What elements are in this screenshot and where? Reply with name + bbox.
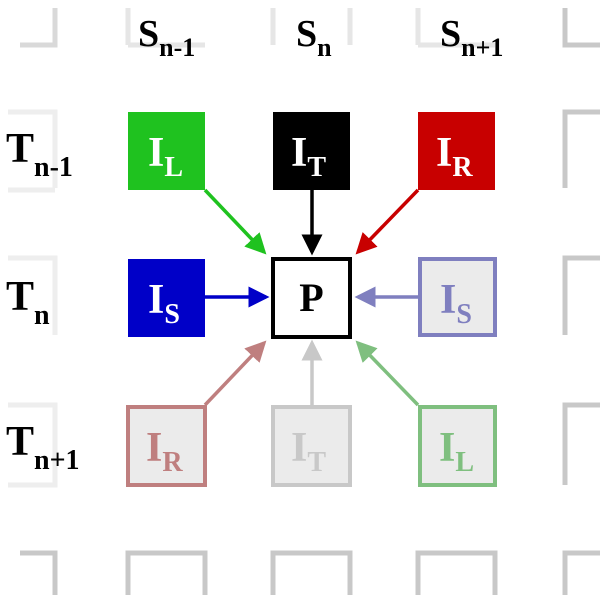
cell-center-p: P xyxy=(271,257,352,339)
grid-fragment xyxy=(270,550,353,595)
background-grid xyxy=(8,8,600,595)
cell-label: IT xyxy=(291,425,326,478)
grid-fragment xyxy=(562,550,600,595)
row-header-t-n-minus-1: Tn-1 xyxy=(6,126,73,183)
arrows xyxy=(203,188,420,407)
grid-fragment xyxy=(562,109,600,188)
cell-label: IS xyxy=(148,277,180,330)
arrow-from-top-right xyxy=(355,188,420,255)
cell-box xyxy=(271,405,352,487)
grid-fragment xyxy=(20,550,58,595)
cell-label: IT xyxy=(291,130,326,183)
cell-box xyxy=(128,112,205,190)
grid-fragment xyxy=(562,8,600,48)
cell-box xyxy=(418,112,495,190)
cell-bottom-left: IR xyxy=(126,405,207,487)
center-box xyxy=(271,257,352,339)
cell-label: IR xyxy=(436,130,473,183)
cell-box xyxy=(126,405,207,487)
column-header-s-n: Sn xyxy=(296,13,332,62)
grid-fragment xyxy=(20,8,58,48)
column-header-s-n-minus-1: Sn-1 xyxy=(138,13,195,62)
cell-box xyxy=(418,405,497,487)
center-label: P xyxy=(299,275,323,320)
cell-mid-right: IS xyxy=(418,257,497,337)
arrow-from-top-left xyxy=(203,188,267,255)
cell-label: IL xyxy=(439,425,474,478)
grid-fragment xyxy=(125,550,208,595)
grid-fragment xyxy=(8,109,58,188)
grid-fragment xyxy=(8,402,58,488)
row-header-t-n-plus-1: Tn+1 xyxy=(6,419,80,476)
column-header-s-n-plus-1: Sn+1 xyxy=(440,13,503,62)
grid-fragment xyxy=(8,255,58,335)
cell-top-right: IR xyxy=(418,112,495,190)
column-headers: Sn-1 Sn Sn+1 xyxy=(138,13,503,62)
grid-fragment xyxy=(415,550,498,595)
cell-bottom-right: IL xyxy=(418,405,497,487)
grid-fragment xyxy=(562,402,600,485)
arrow-from-bottom-left xyxy=(203,340,267,407)
row-header-t-n: Tn xyxy=(6,274,50,331)
grid-fragment xyxy=(562,255,600,335)
cell-label: IL xyxy=(148,130,183,183)
row-headers: Tn-1 Tn Tn+1 xyxy=(6,126,80,476)
cell-top-center: IT xyxy=(273,112,350,190)
cell-label: IR xyxy=(146,425,183,478)
arrow-from-bottom-right xyxy=(355,340,420,407)
cell-label: IS xyxy=(440,277,472,330)
cell-box xyxy=(128,259,205,337)
cell-box xyxy=(418,257,497,337)
cell-box xyxy=(273,112,350,190)
cell-mid-left: IS xyxy=(128,259,205,337)
cell-bottom-center: IT xyxy=(271,405,352,487)
cell-top-left: IL xyxy=(128,112,205,190)
